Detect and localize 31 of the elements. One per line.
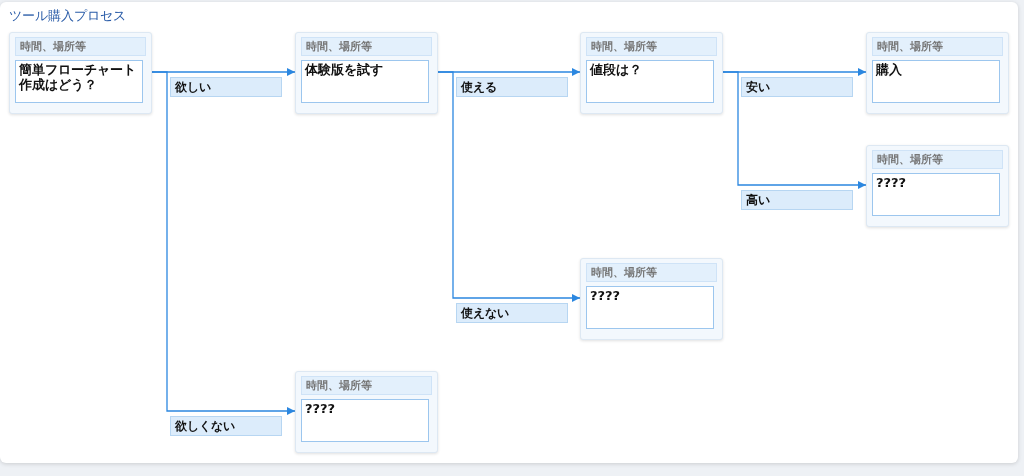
- card-text: 簡単フローチャート作成はどう？: [15, 60, 143, 103]
- edge-label: 使えない: [456, 303, 568, 323]
- step-card: [9, 32, 152, 114]
- card-header: 時間、場所等: [301, 376, 432, 395]
- step-card: [580, 32, 723, 114]
- connector-arrow: [151, 71, 296, 415]
- card-header: 時間、場所等: [872, 37, 1003, 56]
- card-text: 体験版を試す: [301, 60, 429, 103]
- edge-label: 欲しい: [170, 77, 282, 97]
- edge-label: 高い: [741, 190, 853, 210]
- diagram-title: ツール購入プロセス: [9, 7, 126, 25]
- connector-arrow: [437, 71, 581, 302]
- card-text: ????: [301, 399, 429, 442]
- card-header: 時間、場所等: [586, 263, 717, 282]
- step-card: [866, 32, 1009, 114]
- edge-label: 欲しくない: [170, 416, 282, 436]
- card-text: ????: [872, 173, 1000, 216]
- card-text: 購入: [872, 60, 1000, 103]
- step-card: [295, 371, 438, 453]
- card-header: 時間、場所等: [872, 150, 1003, 169]
- step-card: [295, 32, 438, 114]
- card-header: 時間、場所等: [301, 37, 432, 56]
- card-text: ????: [586, 286, 714, 329]
- step-card: [866, 145, 1009, 227]
- card-header: 時間、場所等: [586, 37, 717, 56]
- step-card: [580, 258, 723, 340]
- card-text: 値段は？: [586, 60, 714, 103]
- edge-label: 使える: [456, 77, 568, 97]
- card-header: 時間、場所等: [15, 37, 146, 56]
- connector-arrow: [722, 71, 867, 189]
- edge-label: 安い: [741, 77, 853, 97]
